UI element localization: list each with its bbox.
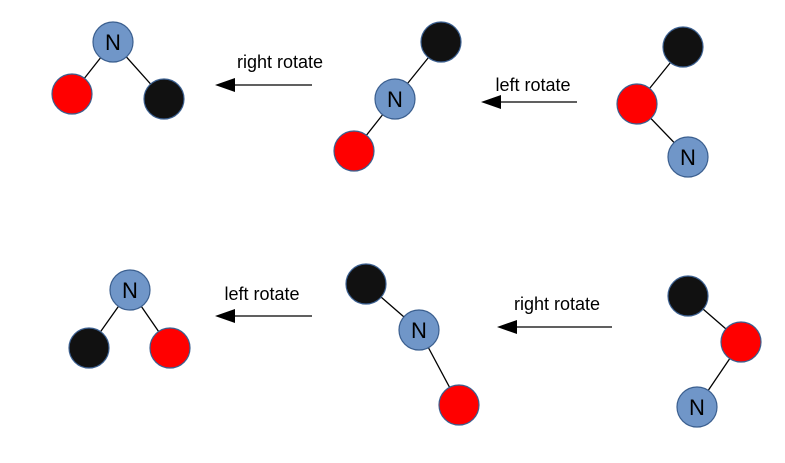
tree-row2-original: N	[667, 275, 762, 428]
arrow-label: right rotate	[514, 294, 600, 314]
tree-row1-middle: N	[333, 21, 462, 172]
arrow-label: left rotate	[495, 75, 570, 95]
node-n-label: N	[122, 278, 138, 303]
node-black	[667, 275, 709, 317]
node-n-circle	[676, 386, 718, 428]
node-n: N	[676, 386, 718, 428]
node-n-circle	[109, 269, 151, 311]
arrow-left-rotate-row1: left rotate	[481, 75, 577, 109]
node-n: N	[374, 78, 416, 120]
node-red	[438, 384, 480, 426]
node-n-circle	[92, 21, 134, 63]
arrow-head	[497, 320, 517, 334]
arrow-right-rotate-row1: right rotate	[215, 52, 323, 92]
arrow-left-rotate-row2: left rotate	[215, 284, 312, 323]
node-n: N	[109, 269, 151, 311]
node-n-circle	[374, 78, 416, 120]
node-n-label: N	[387, 87, 403, 112]
node-black	[143, 78, 185, 120]
node-black	[68, 327, 110, 369]
node-red	[720, 321, 762, 363]
node-red	[616, 83, 658, 125]
arrow-head	[215, 78, 235, 92]
node-n-label: N	[411, 318, 427, 343]
arrow-right-rotate-row2: right rotate	[497, 294, 612, 334]
node-red	[333, 130, 375, 172]
node-n-label: N	[105, 30, 121, 55]
tree-row1-original: N	[616, 26, 709, 178]
node-n: N	[667, 136, 709, 178]
tree-row2-result: N	[68, 269, 191, 369]
arrow-label: left rotate	[224, 284, 299, 304]
node-black	[420, 21, 462, 63]
node-black	[662, 26, 704, 68]
arrow-head	[481, 95, 501, 109]
node-n-label: N	[689, 395, 705, 420]
node-n-circle	[667, 136, 709, 178]
node-n: N	[92, 21, 134, 63]
arrow-head	[215, 309, 235, 323]
node-black	[345, 263, 387, 305]
node-n-circle	[398, 309, 440, 351]
node-red	[149, 327, 191, 369]
node-n: N	[398, 309, 440, 351]
tree-row1-result: N	[51, 21, 185, 120]
tree-row2-middle: N	[345, 263, 480, 426]
node-n-label: N	[680, 145, 696, 170]
arrow-label: right rotate	[237, 52, 323, 72]
node-red	[51, 73, 93, 115]
